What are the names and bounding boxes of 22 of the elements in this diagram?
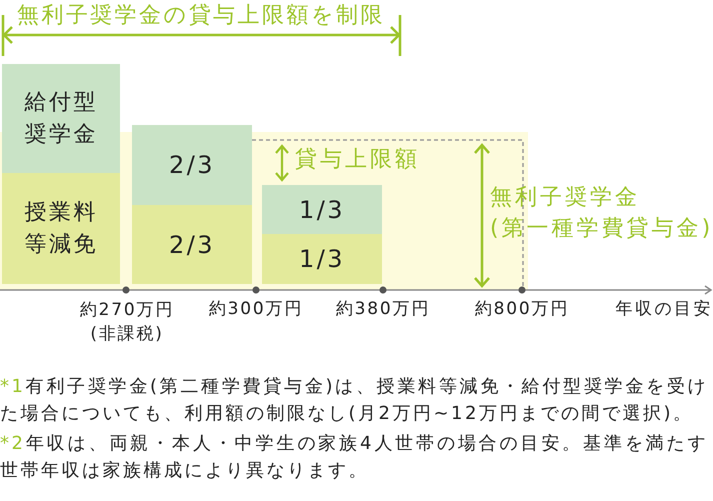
tick-label: 約300万円	[208, 298, 304, 321]
bar-segment	[2, 64, 120, 173]
footnote: *1有利子奨学金(第二種学費貸与金)は、授業料等減免・給付型奨学金を受けた場合についても、利用額の制限なし(月2万円~12万円までの間で選択)。	[0, 375, 708, 426]
bracket-label: 無利子奨学金の貸与上限額を制限	[17, 2, 385, 30]
segment-label: 給付型奨学金	[23, 88, 99, 148]
bar-segment	[262, 234, 382, 284]
bar-segment	[132, 205, 252, 284]
tick-label: 約270万円(非課税)	[78, 299, 176, 346]
bar-segment	[262, 185, 382, 234]
bar-segment	[2, 173, 120, 284]
segment-label: 1/3	[298, 244, 346, 275]
axis-title: 年収の目安	[616, 298, 713, 321]
segment-label: 授業料等減免	[23, 198, 99, 258]
limit-label: 貸与上限額	[295, 146, 420, 174]
segment-label: 1/3	[298, 194, 346, 226]
tick-label: 約800万円	[474, 298, 570, 321]
loan-label: 無利子奨学金(第一種学費貸与金)	[490, 184, 713, 243]
bar-segment	[132, 125, 252, 205]
footnote: *2年収は、両親・本人・中学生の家族4人世帯の場合の目安。基準を満たす世帯年収は家族構成により異なります。	[0, 432, 708, 483]
segment-label: 2/3	[168, 150, 216, 181]
tick-label: 約380万円	[336, 298, 430, 321]
segment-label: 2/3	[168, 230, 216, 260]
